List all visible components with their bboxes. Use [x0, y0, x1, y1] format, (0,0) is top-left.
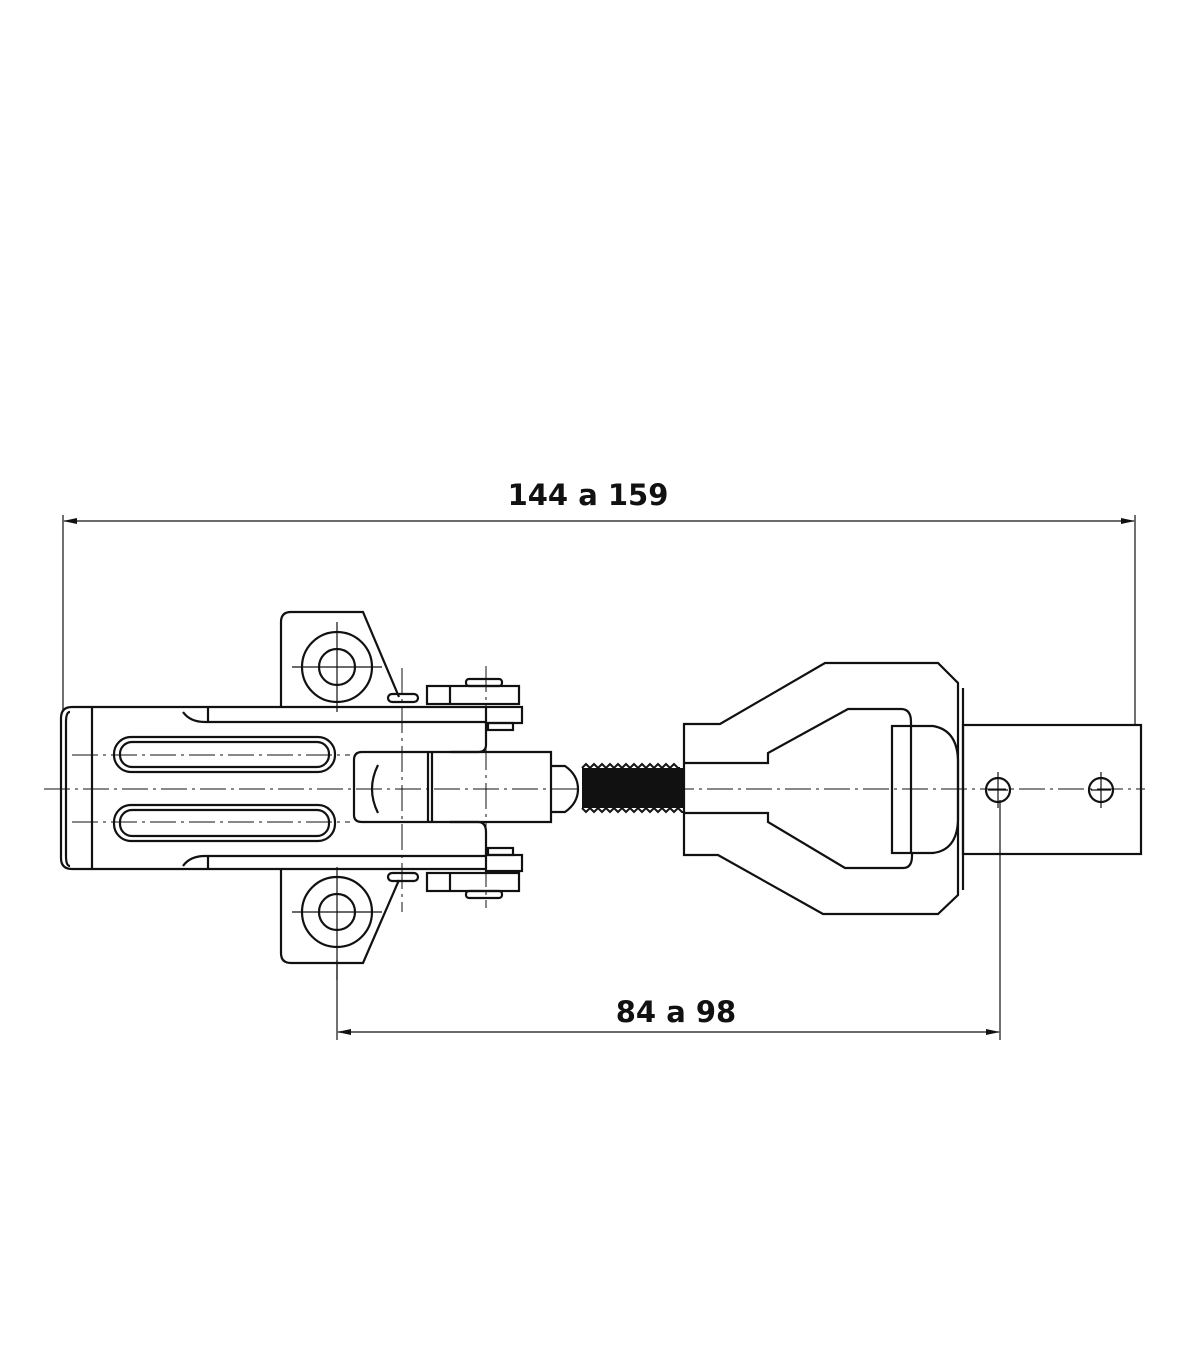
mounting-bar [961, 723, 1143, 856]
clevis [352, 666, 580, 912]
overall-dimension-line [62, 515, 1136, 725]
mounting-dimension-label: 84 a 98 [615, 995, 737, 1029]
slotted-body [59, 705, 488, 871]
overall-dimension-label: 144 a 159 [507, 478, 669, 512]
mounting-bracket [279, 610, 401, 980]
threaded-rod [581, 762, 684, 814]
